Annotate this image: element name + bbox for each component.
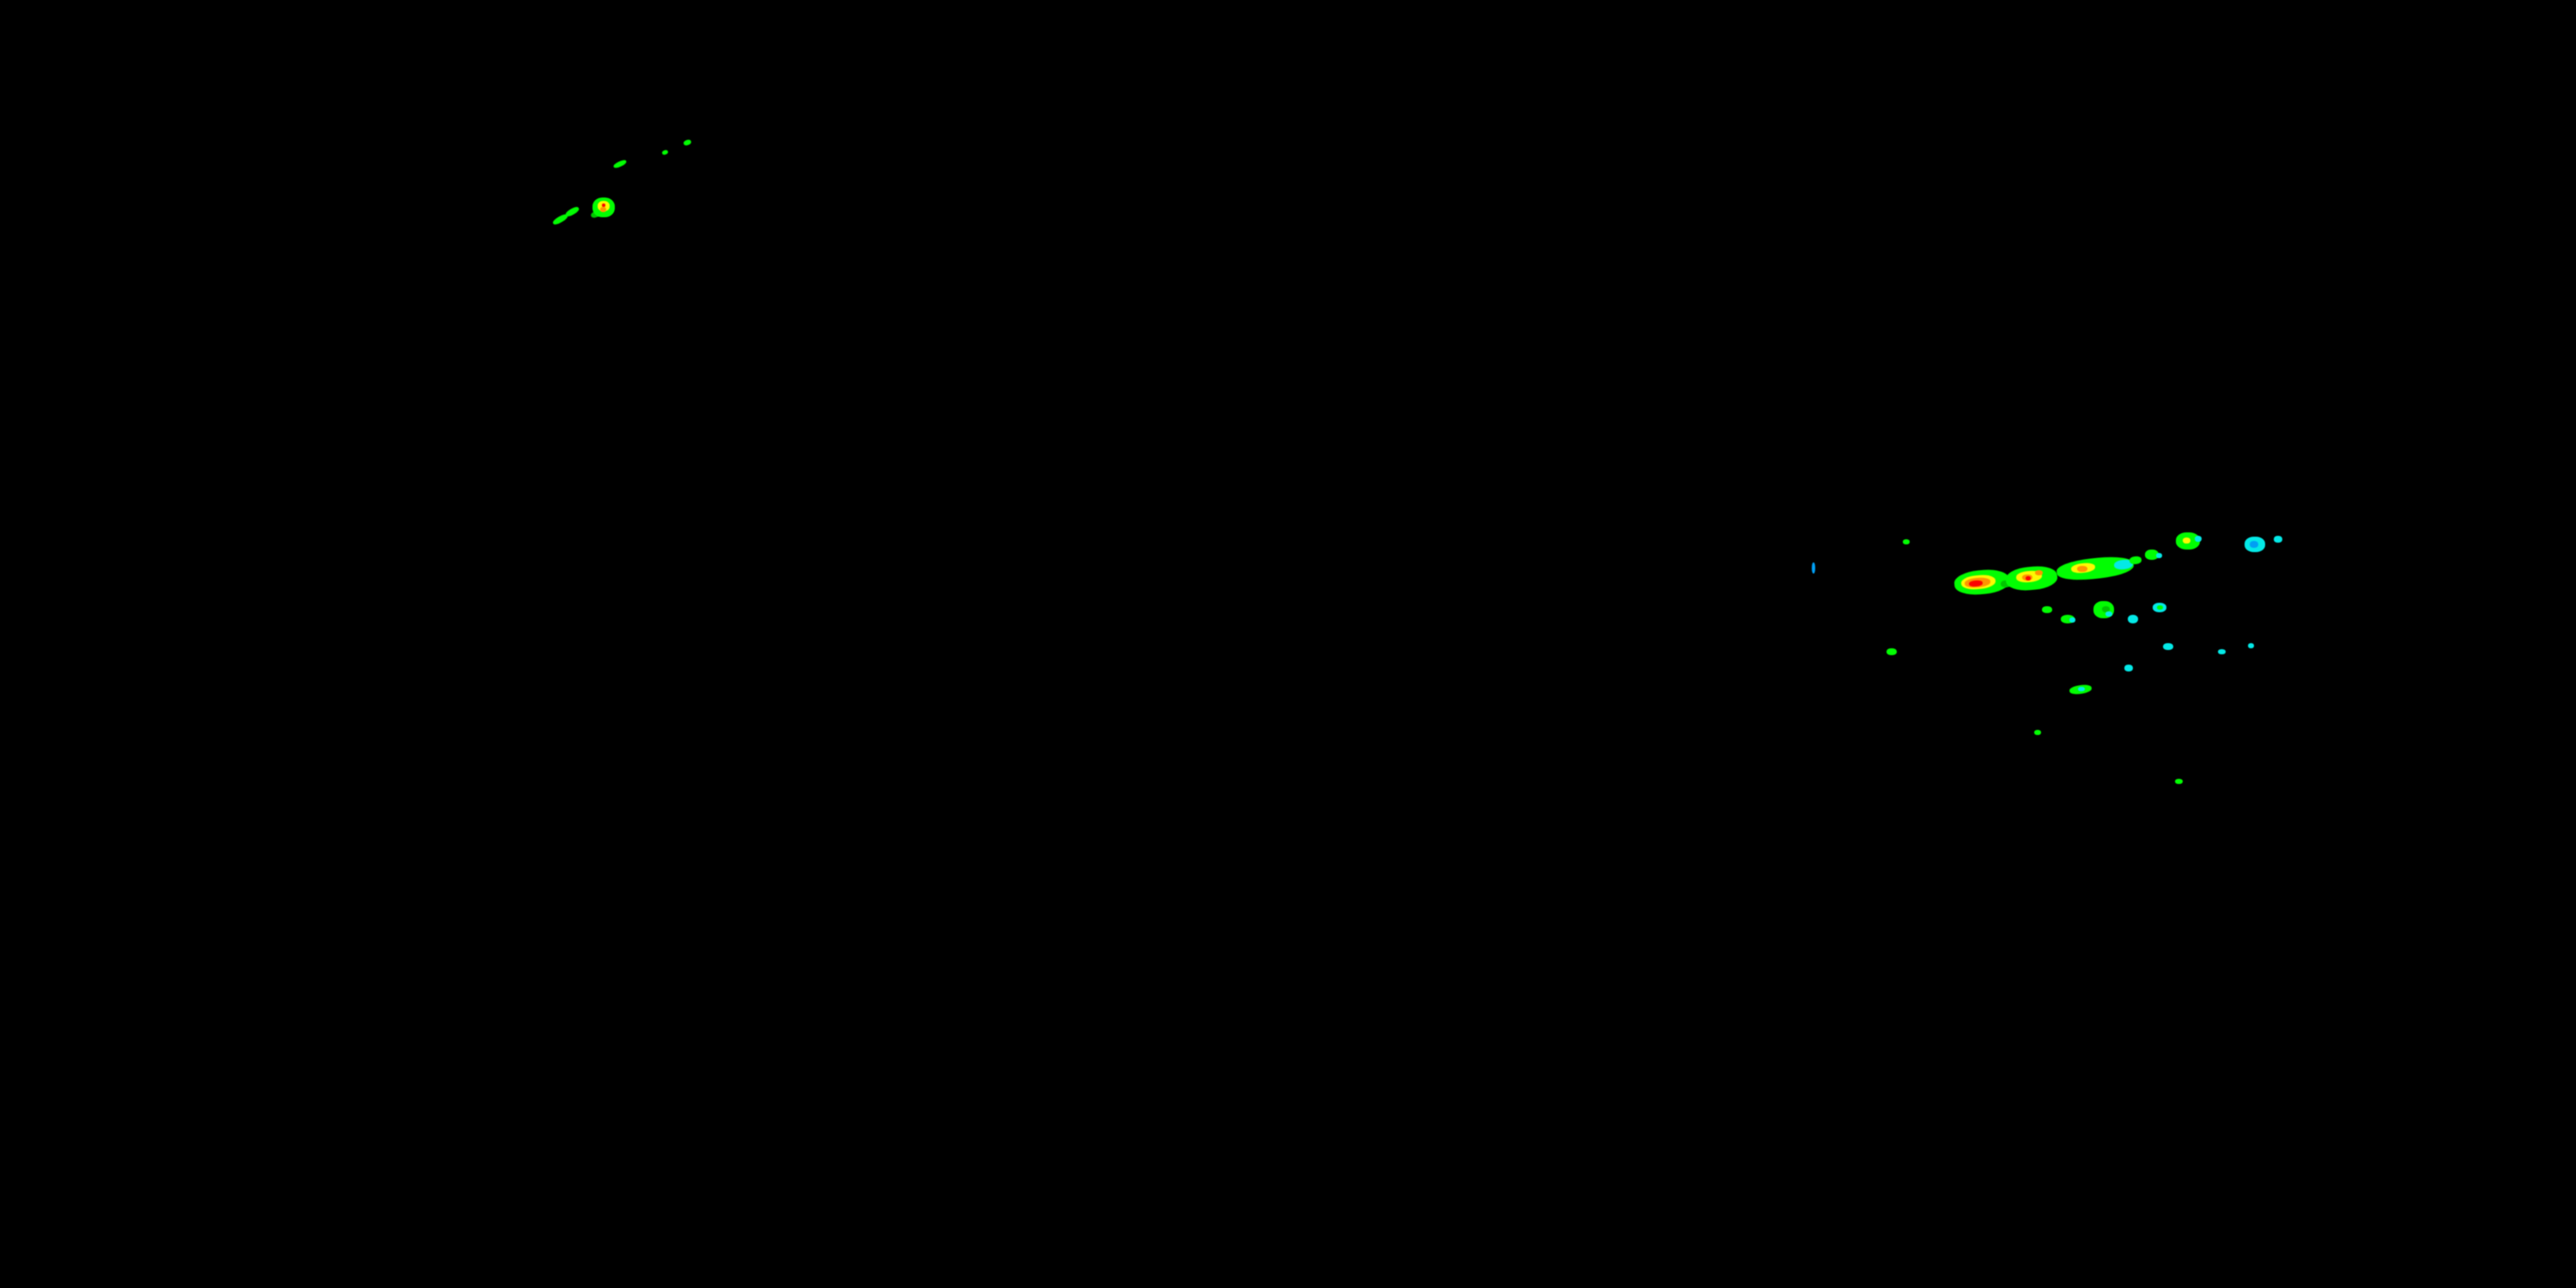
radar-echo [2034,730,2041,735]
radar-echo [2001,580,2011,587]
radar-echo [2026,576,2031,580]
radar-echo [2102,606,2110,612]
radar-echo [2105,611,2112,617]
radar-echo [551,212,569,227]
radar-echo [2078,687,2085,691]
radar-echo [1903,539,1910,544]
radar-echo [2163,643,2173,650]
radar-echo [602,204,605,207]
radar-echo [600,207,606,212]
radar-echo [1812,562,1815,574]
radar-echo [2175,779,2183,784]
radar-echo [2042,606,2052,613]
radar-echo [2129,556,2142,565]
radar-echo [2124,665,2133,671]
radar-echo [2077,566,2087,572]
radar-echo [683,138,692,147]
radar-echo [2035,570,2043,575]
radar-echo [2183,538,2190,544]
radar-echo [661,149,669,156]
radar-echo [2145,550,2159,560]
radar-echo [2274,536,2282,543]
radar-echo [612,158,628,170]
radar-echo [2061,615,2075,623]
radar-echo [2156,553,2162,558]
radar-echo [2250,541,2258,548]
radar-echo [2195,536,2202,542]
radar-echo [2248,643,2254,648]
radar-echo [2128,615,2138,623]
radar-echo [2218,649,2226,654]
radar-echo [2157,605,2163,610]
radar-echo [2069,617,2075,623]
radar-echo [1886,648,1897,655]
